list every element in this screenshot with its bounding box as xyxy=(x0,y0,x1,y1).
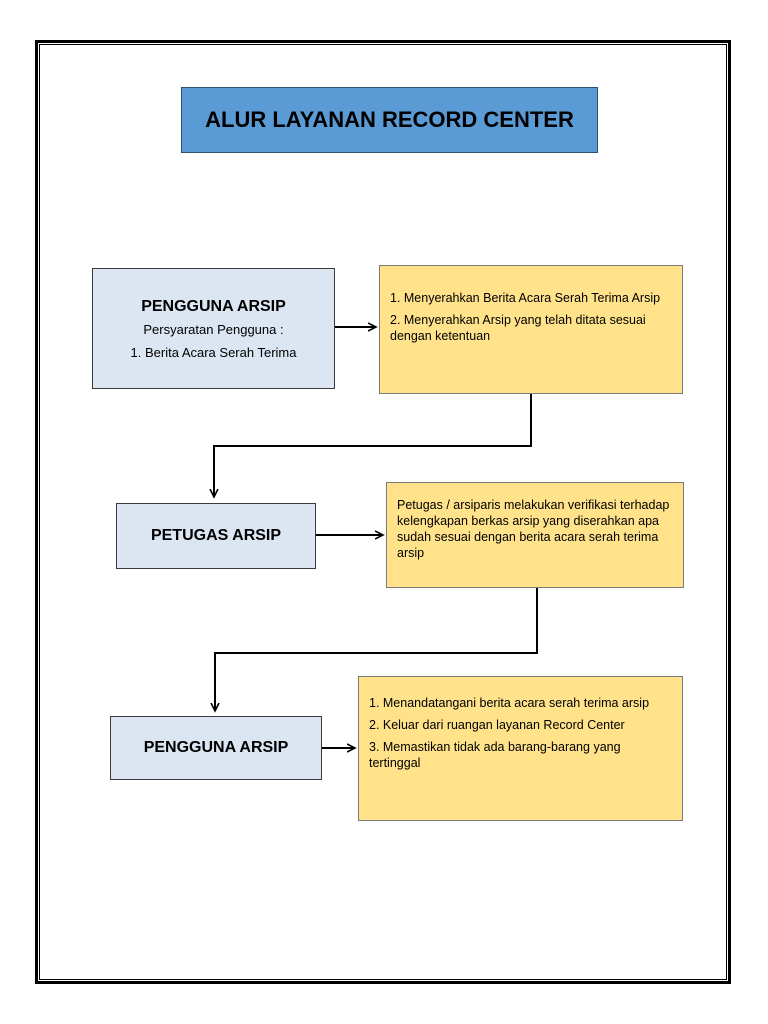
arrow-down-1 xyxy=(214,394,532,497)
page-frame-inner xyxy=(39,44,727,980)
role-name: PENGGUNA ARSIP xyxy=(143,739,289,756)
step-box-2: Petugas / arsiparis melakukan verifikasi… xyxy=(386,482,684,588)
diagram-title: ALUR LAYANAN RECORD CENTER xyxy=(181,87,598,153)
step-box-3: 1. Menandatangani berita acara serah ter… xyxy=(358,676,683,821)
step-text: 3. Memastikan tidak ada barang-barang ya… xyxy=(369,740,621,770)
role-box-pengguna-1: PENGGUNA ARSIP Persyaratan Pengguna : 1.… xyxy=(92,268,335,389)
arrow-down-2 xyxy=(215,588,538,711)
step-text: 1. Menyerahkan Berita Acara Serah Terima… xyxy=(390,291,661,305)
step-text: 1. Menandatangani berita acara serah ter… xyxy=(369,696,650,710)
role-box-pengguna-2: PENGGUNA ARSIP xyxy=(110,716,322,780)
role-box-petugas: PETUGAS ARSIP xyxy=(116,503,316,569)
requirements-label: Persyaratan Pengguna : xyxy=(143,321,284,337)
step-text: 2. Keluar dari ruangan layanan Record Ce… xyxy=(369,718,625,732)
page-frame xyxy=(35,40,731,984)
step-text: Petugas / arsiparis melakukan verifikasi… xyxy=(397,498,670,560)
step-text: 2. Menyerahkan Arsip yang telah ditata s… xyxy=(390,313,646,343)
step-box-1: 1. Menyerahkan Berita Acara Serah Terima… xyxy=(379,265,683,394)
role-name: PETUGAS ARSIP xyxy=(150,527,282,544)
requirements-item: 1. Berita Acara Serah Terima xyxy=(130,344,297,360)
role-name: PENGGUNA ARSIP xyxy=(141,297,286,315)
